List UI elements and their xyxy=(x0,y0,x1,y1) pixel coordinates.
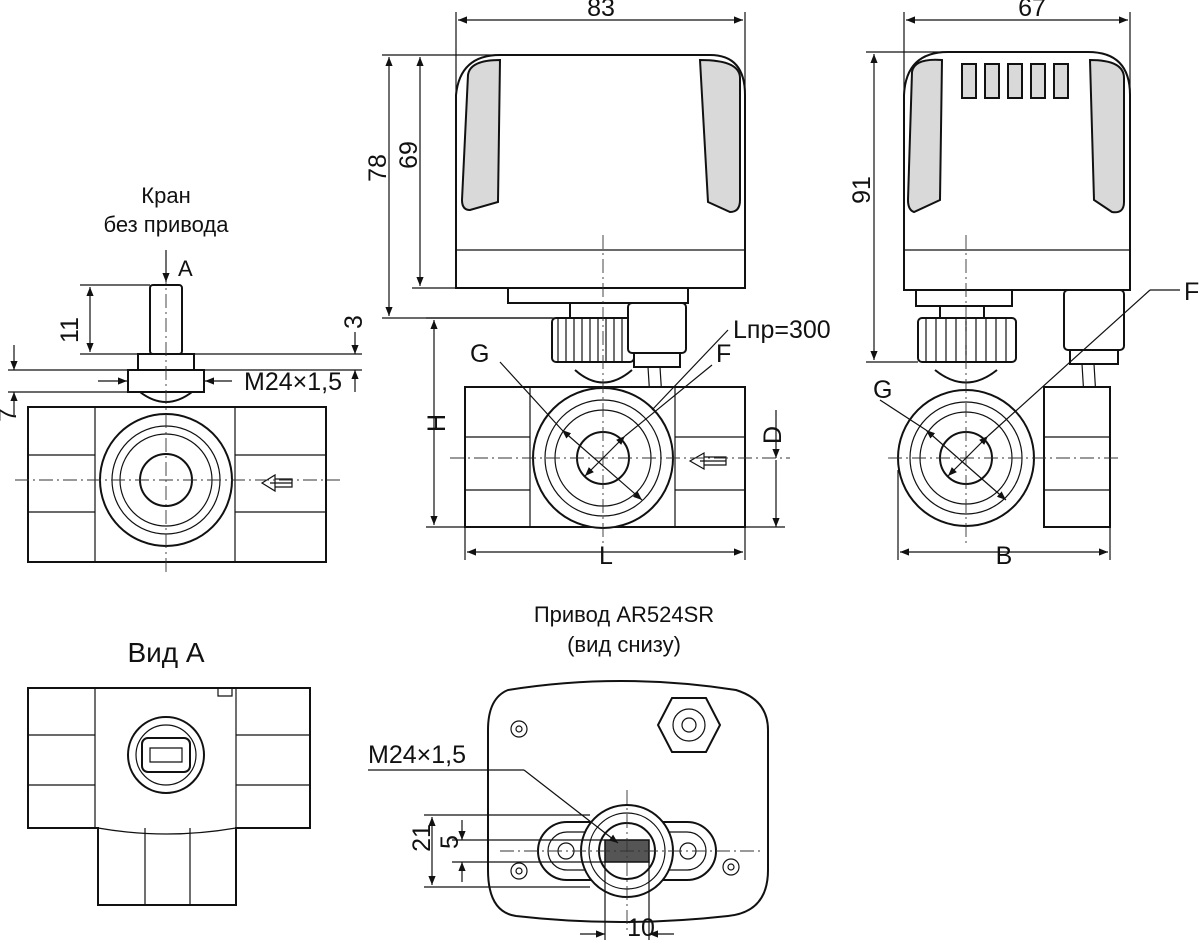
actuator-bottom-view: Привод AR524SR (вид снизу) xyxy=(487,602,769,930)
port-f-front: F xyxy=(716,340,731,368)
view-a-arrow: A xyxy=(162,250,193,282)
dim-11: 11 xyxy=(56,284,150,355)
dim-L: L xyxy=(464,527,746,570)
port-g-side: G xyxy=(873,376,892,404)
view-arrow-label: A xyxy=(178,256,193,281)
actuator-caption-line1: Привод AR524SR xyxy=(534,602,714,627)
dim-stem-offset: 7 xyxy=(0,408,22,422)
dim-H-label: H xyxy=(423,414,451,432)
view-a-drawing: Вид А xyxy=(27,637,311,906)
dim-width-front: 83 xyxy=(587,0,615,22)
dim-stem-height: 11 xyxy=(56,317,84,343)
dim-thread-top: M24×1,5 xyxy=(98,368,342,396)
valve-without-actuator-view xyxy=(15,270,340,575)
side-view-with-actuator xyxy=(879,51,1180,545)
dim-bottom-5: 5 xyxy=(436,835,464,849)
caption-line1: Кран xyxy=(141,183,190,208)
dim-height-cover: 69 xyxy=(395,141,423,169)
dim-B-label: B xyxy=(996,542,1013,570)
port-g-front: G xyxy=(470,340,489,368)
cable-length-label: Lпр=300 xyxy=(733,316,831,344)
front-view-with-actuator xyxy=(450,54,790,545)
side-view-labels: G F xyxy=(873,278,1199,404)
dim-L-label: L xyxy=(599,542,613,570)
actuator-caption-line2: (вид снизу) xyxy=(567,632,681,657)
view-a-title: Вид А xyxy=(127,637,204,668)
dim-B: B xyxy=(897,470,1111,570)
dim-69: 69 xyxy=(395,57,508,289)
dim-bottom-10: 10 xyxy=(627,914,655,942)
dim-gap: 3 xyxy=(340,315,368,329)
port-f-side: F xyxy=(1184,278,1199,306)
dim-3: 3 xyxy=(194,315,368,392)
dim-thread-top-label: M24×1,5 xyxy=(244,368,342,396)
dim-D-label: D xyxy=(759,426,787,444)
dim-height-total: 78 xyxy=(364,154,392,182)
caption-valve-no-actuator: Кран без привода xyxy=(103,183,229,237)
actuator-bottom-dims: M24×1,5 21 5 10 xyxy=(368,741,674,942)
dim-bottom-21: 21 xyxy=(408,824,436,852)
front-view-labels: G F Lпр=300 xyxy=(470,316,831,368)
dim-91: 91 xyxy=(848,51,948,363)
dim-83: 83 xyxy=(455,0,746,95)
dim-7: 7 xyxy=(0,345,128,422)
dim-D: D xyxy=(745,410,787,528)
dim-height-side: 91 xyxy=(848,176,876,204)
dim-67: 67 xyxy=(903,0,1131,95)
dim-width-side: 67 xyxy=(1018,0,1046,22)
dim-thread-bottom-label: M24×1,5 xyxy=(368,741,466,769)
dim-H: H xyxy=(423,317,552,528)
caption-line2: без привода xyxy=(103,212,229,237)
